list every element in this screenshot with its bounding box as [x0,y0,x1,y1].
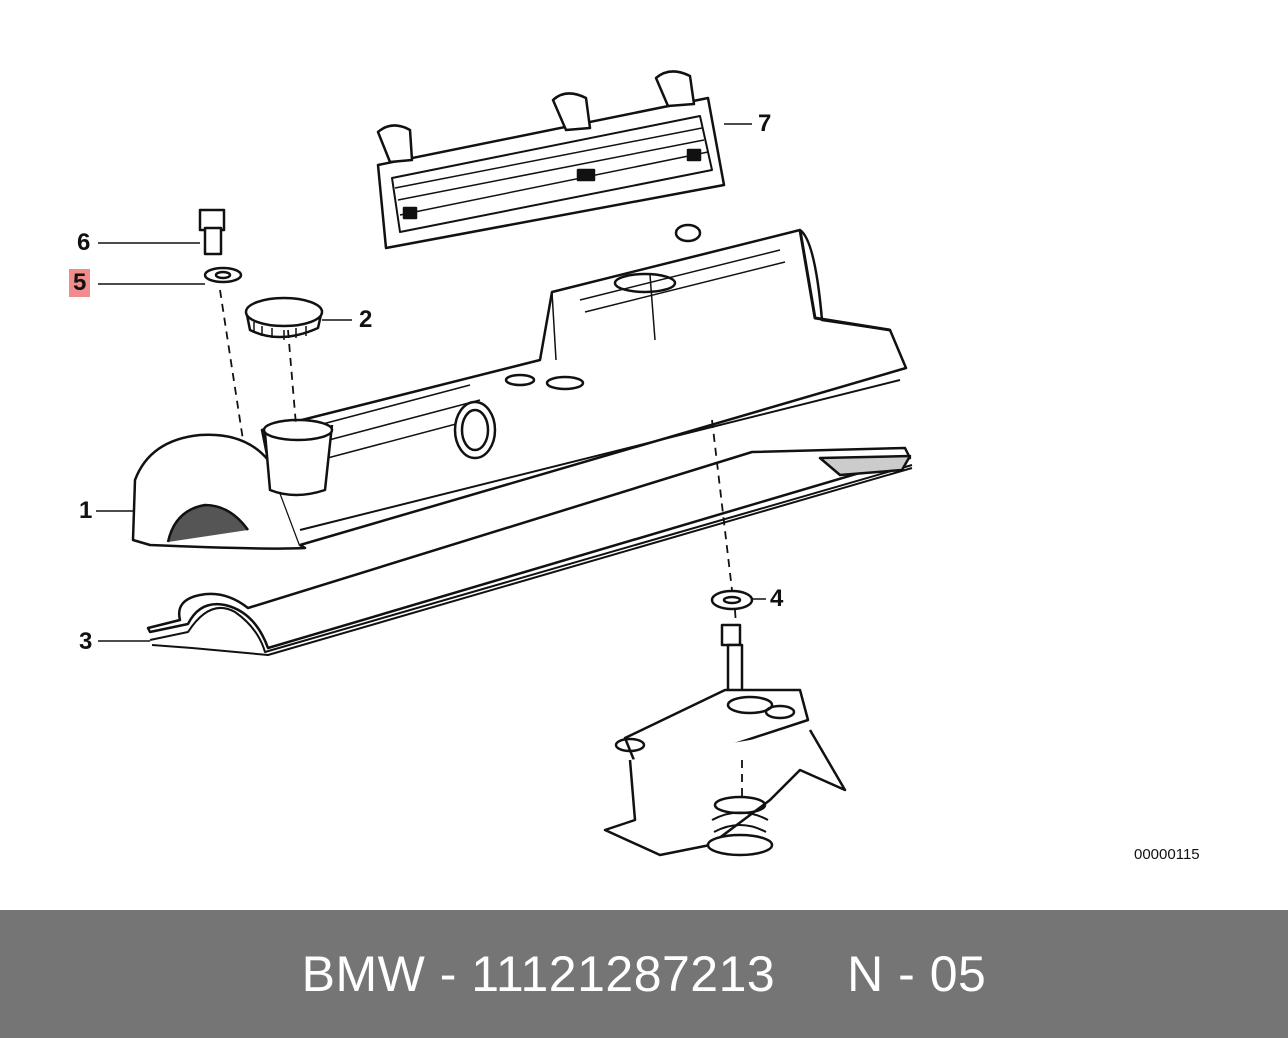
callout-2: 2 [359,306,373,333]
callout-7: 7 [758,110,772,137]
callout-5-highlighted: 5 [69,269,91,297]
part-1-valve-cover [131,223,908,550]
drawing-number: 00000115 [1134,846,1200,863]
stud-and-mount [603,623,847,857]
callout-6: 6 [77,229,91,256]
part-7-cover-plate [376,70,726,250]
part-3-gasket [146,446,913,656]
leader-lines [96,123,766,642]
assembly-lines [219,289,743,800]
part-4-grommet [710,589,754,611]
callout-3: 3 [79,628,93,655]
part-2-cap [244,296,324,340]
callout-1: 1 [79,497,93,524]
callout-4: 4 [770,585,784,612]
parts-diagram [96,70,913,857]
footer-bar: BMW - 11121287213 N - 05 [0,910,1288,1038]
part-number-caption: BMW - 11121287213 N - 05 [301,946,987,1002]
part-6-bolt [198,208,226,256]
part-5-washer [203,266,243,284]
